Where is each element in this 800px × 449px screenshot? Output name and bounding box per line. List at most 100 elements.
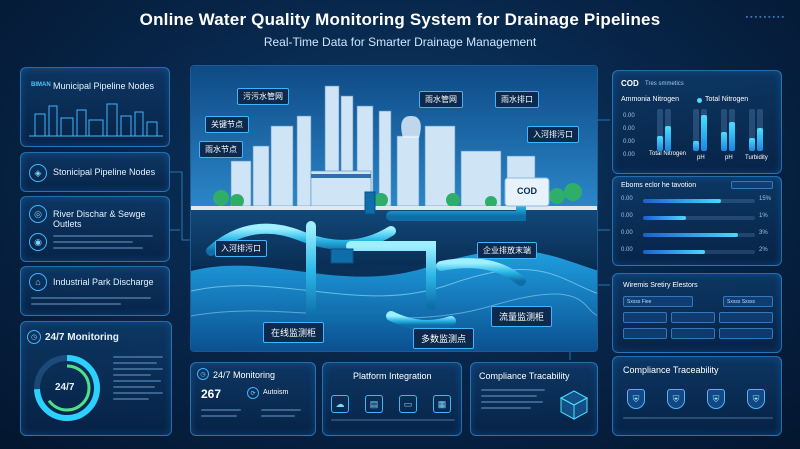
compliance-bottom-title: Compliance Tracability — [479, 371, 570, 381]
tag-rain-node: 雨水节点 — [199, 141, 243, 158]
compliance-right-title: Compliance Traceability — [623, 365, 719, 375]
sensor-chip-a[interactable]: Sxsss Fiee — [623, 296, 693, 307]
bar-label-0: Total Nitrogen — [649, 151, 687, 157]
page-title: Online Water Quality Monitoring System f… — [139, 10, 661, 29]
sync-icon: ⟳ — [247, 387, 259, 399]
water-drop-icon: ◉ — [29, 233, 47, 251]
legend-dot-icon — [697, 98, 702, 103]
cod-title-sub: Tres smmetics — [645, 81, 684, 87]
trend-row-fill — [643, 216, 686, 220]
level-bar-fill — [657, 136, 663, 151]
level-bar — [721, 109, 727, 151]
trend-chip[interactable] — [731, 181, 773, 189]
sensor-panel[interactable]: Wiremis Sretiry Elestors Sxsss Fiee Sxss… — [612, 273, 782, 353]
industrial-title: Industrial Park Discharge — [53, 277, 154, 287]
monitoring-left-title: 24/7 Monitoring — [45, 332, 119, 343]
shield-icon: ⛨ — [627, 389, 645, 409]
monitoring-stat: 267 — [201, 387, 222, 401]
tag-rain-outlet: 雨水排口 — [495, 91, 539, 108]
monitoring-bottom-panel[interactable]: ◷ 24/7 Monitoring 267 ⟳ Autoism — [190, 362, 316, 436]
sensor-chip-4[interactable] — [623, 328, 667, 339]
tag-rain-pipe: 雨水管网 — [419, 91, 463, 108]
outlet-icon: ◎ — [29, 205, 47, 223]
city-skyline-icon — [29, 103, 163, 137]
y-tick-3: 0.00 — [623, 152, 635, 158]
sensor-title: Wiremis Sretiry Elestors — [623, 282, 698, 289]
tag-sewage-pipe: 污污水管网 — [237, 88, 289, 105]
cube-icon — [559, 390, 589, 420]
level-bar-fill — [749, 138, 755, 151]
gauge-label: 24/7 — [55, 382, 75, 393]
tag-river-inlet-right: 入河排污口 — [527, 126, 579, 143]
tag-enterprise-outlet: 企业排放末端 — [477, 242, 537, 259]
platform-panel[interactable]: Platform Integration ☁ ▤ ▭ ▦ — [322, 362, 462, 436]
industrial-panel[interactable]: ⌂ Industrial Park Discharge — [20, 266, 170, 316]
level-bar-fill — [757, 127, 763, 151]
platform-lines — [331, 419, 455, 425]
level-bar — [665, 109, 671, 151]
monitoring-left-panel[interactable]: ◷ 24/7 Monitoring 24/7 — [20, 321, 172, 436]
tag-river-inlet-left: 入河排污口 — [215, 240, 267, 257]
level-bar — [693, 109, 699, 151]
cod-chart-panel[interactable]: COD Tres smmetics Ammonia Nitrogen Total… — [612, 70, 782, 174]
trend-row-label: 0.00 — [621, 213, 633, 219]
cod-title: COD — [621, 79, 639, 88]
y-tick-0: 0.00 — [623, 113, 635, 119]
level-bar — [701, 109, 707, 151]
clock-icon: ◷ — [27, 330, 41, 344]
shield-icon: ⛨ — [667, 389, 685, 409]
trend-row-value: 1% — [759, 213, 768, 219]
page-subtitle: Real-Time Data for Smarter Drainage Mana… — [263, 35, 537, 49]
level-bar-fill — [721, 132, 727, 151]
trend-row-label: 0.00 — [621, 196, 633, 202]
river-title: River Dischar & Sewge Outlets — [53, 209, 146, 229]
pipeline-node-icon: ◈ — [29, 164, 47, 182]
cloud-icon: ☁ — [331, 395, 349, 413]
monitoring-placeholder-lines — [113, 356, 165, 404]
monitoring-bottom-title: 24/7 Monitoring — [213, 370, 276, 380]
tag-multi-point: 多数监测点 — [413, 328, 475, 349]
compliance-right-panel[interactable]: Compliance Traceability ⛨ ⛨ ⛨ ⛨ — [612, 356, 782, 436]
sensor-chip-6[interactable] — [719, 328, 773, 339]
compliance-bottom-panel[interactable]: Compliance Tracability — [470, 362, 598, 436]
municipal-panel[interactable]: BIMAN Municipal Pipeline Nodes — [20, 67, 170, 147]
trend-row-bar — [643, 250, 755, 254]
sensor-chip-5[interactable] — [671, 328, 715, 339]
bar-label-1: pH — [697, 155, 705, 161]
bar-label-3: Turbidity — [745, 155, 768, 161]
level-bar-fill — [701, 115, 707, 151]
tag-key-node: 关键节点 — [205, 116, 249, 133]
trend-row-label: 0.00 — [621, 247, 633, 253]
y-tick-2: 0.00 — [623, 139, 635, 145]
sensor-chip-1[interactable] — [623, 312, 667, 323]
municipal-title: Municipal Pipeline Nodes — [53, 81, 155, 91]
level-bar — [657, 109, 663, 151]
compliance-right-lines — [623, 417, 773, 423]
stonicipal-title: Stonicipal Pipeline Nodes — [53, 167, 156, 177]
sensor-chip-2[interactable] — [671, 312, 715, 323]
trend-row-bar — [643, 199, 755, 203]
cod-box-label: COD — [517, 186, 537, 196]
level-bar — [749, 109, 755, 151]
shield-icon: ⛨ — [707, 389, 725, 409]
level-bar-fill — [665, 125, 671, 151]
stonicipal-panel[interactable]: ◈ Stonicipal Pipeline Nodes — [20, 152, 170, 192]
trend-row-fill — [643, 199, 722, 203]
monitoring-bottom-lines-b — [261, 409, 305, 421]
monitor-icon: ▭ — [399, 395, 417, 413]
bar-label-2: pH — [725, 155, 733, 161]
level-bar — [757, 109, 763, 151]
trend-row-fill — [643, 250, 705, 254]
trend-row-value: 2% — [759, 247, 768, 253]
platform-title: Platform Integration — [353, 371, 432, 381]
river-panel[interactable]: ◎ River Dischar & Sewge Outlets ◉ — [20, 196, 170, 262]
trend-row-bar — [643, 233, 755, 237]
pipeline-scene: 污污水管网 关键节点 雨水节点 雨水管网 雨水排口 入河排污口 入河排污口 企业… — [190, 65, 598, 352]
compliance-bottom-lines — [481, 389, 551, 413]
sensor-chip-3[interactable] — [719, 312, 773, 323]
header-decoration: ▪▪▪▪▪▪▪▪▪ — [745, 14, 786, 21]
trend-row-label: 0.00 — [621, 230, 633, 236]
server-icon: ▤ — [365, 395, 383, 413]
sensor-chip-b[interactable]: Sxsss Sxsss — [723, 296, 773, 307]
